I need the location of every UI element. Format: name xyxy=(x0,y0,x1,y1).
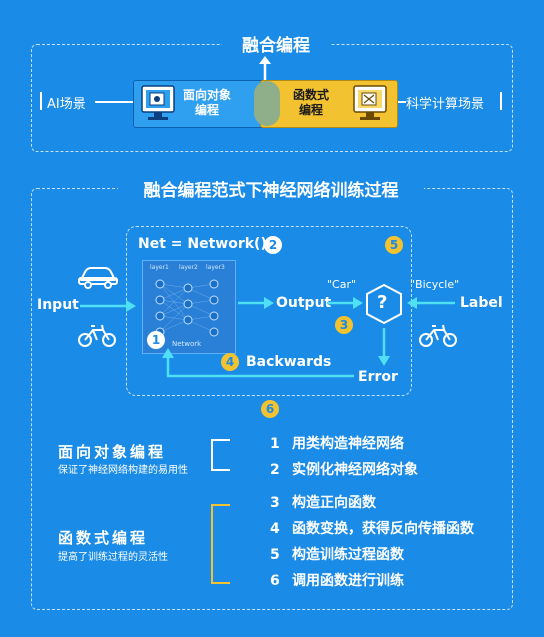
error-label: Error xyxy=(358,369,398,385)
top-section-title: 融合编程 xyxy=(222,31,330,56)
car-quote-label: "Car" xyxy=(327,278,357,291)
step-4: 4 函数变换，获得反向传播函数 xyxy=(270,518,474,538)
step-5-text: 构造训练过程函数 xyxy=(292,547,404,563)
bicycle-icon-right xyxy=(419,324,457,347)
step-6-text: 调用函数进行训练 xyxy=(292,573,404,589)
right-connector-line xyxy=(396,101,406,103)
func-bracket xyxy=(211,504,230,584)
left-separator xyxy=(40,92,42,110)
badge-1: 1 xyxy=(147,331,165,349)
input-label: Input xyxy=(37,297,79,313)
question-mark: ? xyxy=(377,292,388,313)
oop-section-title: 面向对象编程 xyxy=(58,443,167,461)
oop-bracket xyxy=(211,439,230,471)
step-1: 1 用类构造神经网络 xyxy=(270,433,404,453)
oop-monitor-icon xyxy=(141,85,175,120)
step-3: 3 构造正向函数 xyxy=(270,492,376,512)
output-arrow xyxy=(238,297,274,309)
badge-5: 5 xyxy=(385,236,403,254)
main-section-title: 融合编程范式下神经网络训练过程 xyxy=(118,176,424,201)
step-6-number: 6 xyxy=(270,573,280,589)
step-3-number: 3 xyxy=(270,495,280,511)
merge-overlap xyxy=(254,81,280,126)
ai-scenario-label: AI场景 xyxy=(47,97,86,112)
step-1-text: 用类构造神经网络 xyxy=(292,436,404,452)
label-arrow xyxy=(407,297,455,309)
output-label: Output xyxy=(276,295,332,311)
step-4-number: 4 xyxy=(270,521,280,537)
oop-label-line2: 编程 xyxy=(195,103,220,117)
func-section-title: 函数式编程 xyxy=(58,529,149,547)
step-3-text: 构造正向函数 xyxy=(292,495,376,511)
science-scenario-label: 科学计算场景 xyxy=(406,97,485,112)
question-hexagon-icon xyxy=(366,283,402,325)
step-2-number: 2 xyxy=(270,462,280,478)
net-label: Net = Network() xyxy=(138,236,267,252)
left-connector-line xyxy=(95,101,133,103)
network-caption: Network xyxy=(172,340,202,348)
func-section-subtitle: 提高了训练过程的灵活性 xyxy=(58,552,168,563)
backwards-arrow xyxy=(162,348,354,378)
layer1-label: layer1 xyxy=(150,264,169,271)
step-2: 2 实例化神经网络对象 xyxy=(270,459,418,479)
step-1-number: 1 xyxy=(270,436,280,452)
step-5: 5 构造训练过程函数 xyxy=(270,544,404,564)
step-2-text: 实例化神经网络对象 xyxy=(292,462,418,478)
func-label-line1: 函数式 xyxy=(293,88,330,102)
func-label-line2: 编程 xyxy=(299,103,324,117)
step-4-text: 函数变换，获得反向传播函数 xyxy=(292,521,474,537)
network-nodes xyxy=(155,279,219,337)
label-label: Label xyxy=(460,295,503,311)
oop-section-subtitle: 保证了神经网络构建的易用性 xyxy=(58,465,188,476)
badge-6: 6 xyxy=(261,400,279,418)
badge-3: 3 xyxy=(335,316,353,334)
question-to-error-arrow xyxy=(378,328,390,366)
backwards-label: Backwards xyxy=(246,354,332,370)
oop-label-line1: 面向对象 xyxy=(183,88,232,102)
output-to-question-arrow xyxy=(327,297,363,309)
func-monitor-icon xyxy=(353,85,387,120)
badge-4: 4 xyxy=(221,353,239,371)
badge-2: 2 xyxy=(264,236,282,254)
car-icon xyxy=(78,267,118,289)
step-6: 6 调用函数进行训练 xyxy=(270,570,404,590)
right-separator xyxy=(500,92,502,110)
func-label: 函数式 编程 xyxy=(293,88,329,118)
oop-label: 面向对象 编程 xyxy=(183,88,231,118)
bicycle-icon-left xyxy=(78,324,116,347)
input-arrow xyxy=(80,300,136,312)
layer3-label: layer3 xyxy=(206,264,225,271)
bicycle-quote-label: "Bicycle" xyxy=(410,278,460,291)
step-5-number: 5 xyxy=(270,547,280,563)
layer2-label: layer2 xyxy=(179,264,198,271)
